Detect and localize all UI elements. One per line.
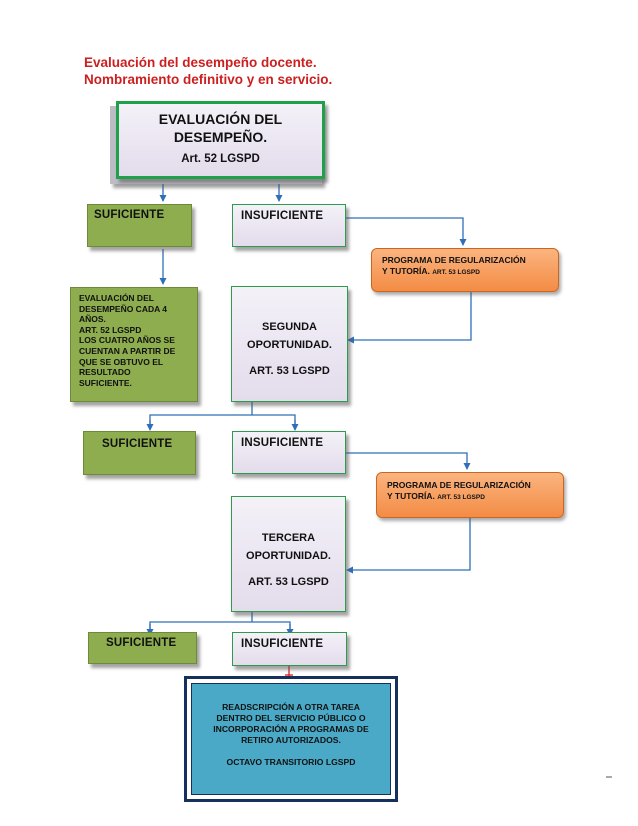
segunda-article: ART. 53 LGSPD [249,365,330,377]
note-line-3: AÑOS. [79,314,106,325]
tercera-oportunidad-box: TERCERA OPORTUNIDAD. ART. 53 LGSPD [231,496,346,612]
evaluacion-article: Art. 52 LGSPD [181,153,260,165]
readscripcion-inner: READSCRIPCIÓN A OTRA TAREA DENTRO DEL SE… [191,683,391,795]
arrow-insuficiente-1-to-program-1 [346,217,467,246]
evaluacion-title-1: EVALUACIÓN DEL [158,111,283,127]
insuficiente-box-1: INSUFICIENTE [232,204,346,247]
evaluacion-cada-4-anos-box: EVALUACIÓN DEL DESEMPEÑO CADA 4 AÑOS. AR… [70,287,198,402]
title-line-2: Nombramiento definitivo y en servicio. [84,72,333,87]
readscripcion-box: READSCRIPCIÓN A OTRA TAREA DENTRO DEL SE… [184,676,398,802]
insuficiente-label-1: INSUFICIENTE [241,210,324,222]
arrow-insuficiente-2-to-program-2 [346,452,471,470]
evaluacion-title-2: DESEMPEÑO. [173,129,268,145]
note-line-1: EVALUACIÓN DEL [79,293,154,303]
programa-2-line-2: Y TUTORÍA. ART. 53 LGSPD [387,491,563,503]
segunda-oportunidad-box: SEGUNDA OPORTUNIDAD. ART. 53 LGSPD [231,286,348,402]
insuficiente-box-3: INSUFICIENTE [232,632,347,666]
note-line-7: QUE SE OBTUVO EL [79,356,164,367]
programa-1-article: ART. 53 LGSPD [432,269,480,276]
suficiente-box-2: SUFICIENTE [83,431,196,475]
programa-1-line-2: Y TUTORÍA. ART. 53 LGSPD [382,266,558,278]
tercera-line-2: OPORTUNIDAD. [246,550,331,562]
final-note: OCTAVO TRANSITORIO LGSPD [226,757,356,767]
suficiente-label-2: SUFICIENTE [102,438,173,450]
segunda-line-1: SEGUNDA [261,321,317,333]
note-line-5: LOS CUATRO AÑOS SE [79,335,175,346]
programa-box-2: PROGRAMA DE REGULARIZACIÓN Y TUTORÍA. AR… [376,472,564,518]
final-line-1: READSCRIPCIÓN A OTRA TAREA [222,702,360,712]
suficiente-box-3: SUFICIENTE [88,632,197,664]
programa-2-line-1: PROGRAMA DE REGULARIZACIÓN [387,480,531,490]
programa-1-tutoria: Y TUTORÍA. [382,266,430,276]
programa-box-1: PROGRAMA DE REGULARIZACIÓN Y TUTORÍA. AR… [371,248,559,292]
programa-2-tutoria: Y TUTORÍA. [387,491,435,501]
suficiente-label-3: SUFICIENTE [106,637,177,649]
evaluacion-main-box: EVALUACIÓN DEL DESEMPEÑO. Art. 52 LGSPD [116,101,325,179]
arrow-program-2-to-third [346,518,471,574]
segunda-line-2: OPORTUNIDAD. [247,339,332,351]
branch-line-2 [149,414,296,428]
note-line-2: DESEMPEÑO CADA 4 [79,303,168,314]
note-line-6: CUENTAN A PARTIR DE [79,345,176,356]
title-line-1: Evaluación del desempeño docente. [84,55,317,70]
insuficiente-label-2: INSUFICIENTE [241,437,324,449]
final-line-4: RETIRO AUTORIZADOS. [241,735,341,745]
programa-1-line-1: PROGRAMA DE REGULARIZACIÓN [382,255,526,265]
note-line-9: SUFICIENTE. [79,377,132,388]
tercera-article: ART. 53 LGSPD [248,576,329,588]
insuficiente-label-3: INSUFICIENTE [241,638,324,650]
tercera-line-1: TERCERA [261,532,316,544]
page-title: Evaluación del desempeño docente. Nombra… [84,54,444,88]
note-line-4: ART. 52 LGSPD [79,324,142,335]
suficiente-box-1: SUFICIENTE [87,204,192,247]
final-line-2: DENTRO DEL SERVICIO PÚBLICO O [216,713,366,723]
note-line-8: RESULTADO [79,367,131,378]
insuficiente-box-2: INSUFICIENTE [232,431,346,474]
final-line-3: INCORPORACIÓN A PROGRAMAS DE [213,724,369,734]
arrow-program-1-to-second [347,292,472,344]
suficiente-label-1: SUFICIENTE [94,209,165,221]
programa-2-article: ART. 53 LGSPD [437,494,485,501]
